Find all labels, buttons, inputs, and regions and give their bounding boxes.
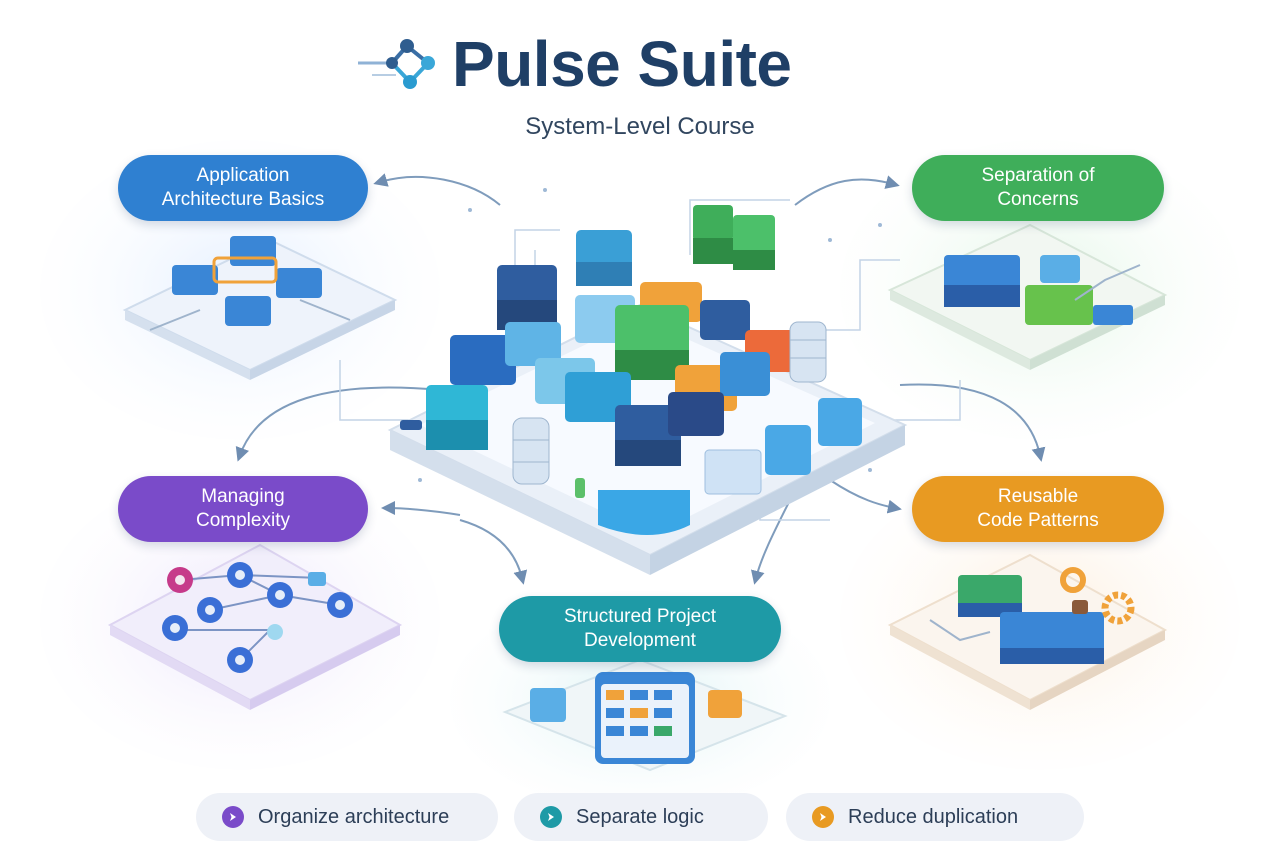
- module-pill-application-architecture: Application Architecture Basics: [118, 155, 368, 221]
- module-label-line: Code Patterns: [977, 510, 1099, 531]
- separation-tile: [887, 223, 1168, 370]
- feature-chip-reduce-duplication: Reduce duplication: [786, 793, 1084, 841]
- complexity-tile: [107, 543, 403, 710]
- connector-arrows: [235, 173, 1046, 585]
- module-label-line: Architecture Basics: [161, 189, 325, 210]
- module-pill-reusable-code-patterns: Reusable Code Patterns: [912, 476, 1164, 542]
- reusable-tile: [887, 553, 1168, 710]
- module-pill-separation-of-concerns: Separation of Concerns: [912, 155, 1164, 221]
- page-subtitle: System-Level Course: [525, 113, 755, 140]
- module-label-line: Reusable: [997, 486, 1079, 507]
- page-title: Pulse Suite: [452, 28, 792, 100]
- module-label-line: Structured Project: [563, 606, 717, 627]
- module-label-line: Separation of: [981, 165, 1095, 186]
- feature-chip-separate-logic: Separate logic: [514, 793, 768, 841]
- module-label-line: Complexity: [196, 510, 290, 531]
- feature-label: Reduce duplication: [848, 805, 1019, 828]
- central-blocks: [400, 205, 862, 535]
- chevron-right-icon: [540, 806, 562, 828]
- module-label-line: Concerns: [997, 189, 1079, 210]
- module-pill-managing-complexity: Managing Complexity: [118, 476, 368, 542]
- feature-label: Separate logic: [576, 805, 704, 828]
- decor-dots: [418, 188, 882, 482]
- module-label-line: Managing: [201, 486, 285, 507]
- feature-label: Organize architecture: [258, 805, 450, 828]
- feature-chip-organize-architecture: Organize architecture: [196, 793, 498, 841]
- module-label-line: Application: [196, 165, 290, 186]
- network-logo-icon: [358, 39, 435, 89]
- architecture-tile: [122, 236, 398, 380]
- module-pill-structured-project-development: Structured Project Development: [499, 596, 781, 662]
- project-dev-tile: [502, 658, 788, 772]
- chevron-right-icon: [222, 806, 244, 828]
- chevron-right-icon: [812, 806, 834, 828]
- module-label-line: Development: [584, 630, 696, 651]
